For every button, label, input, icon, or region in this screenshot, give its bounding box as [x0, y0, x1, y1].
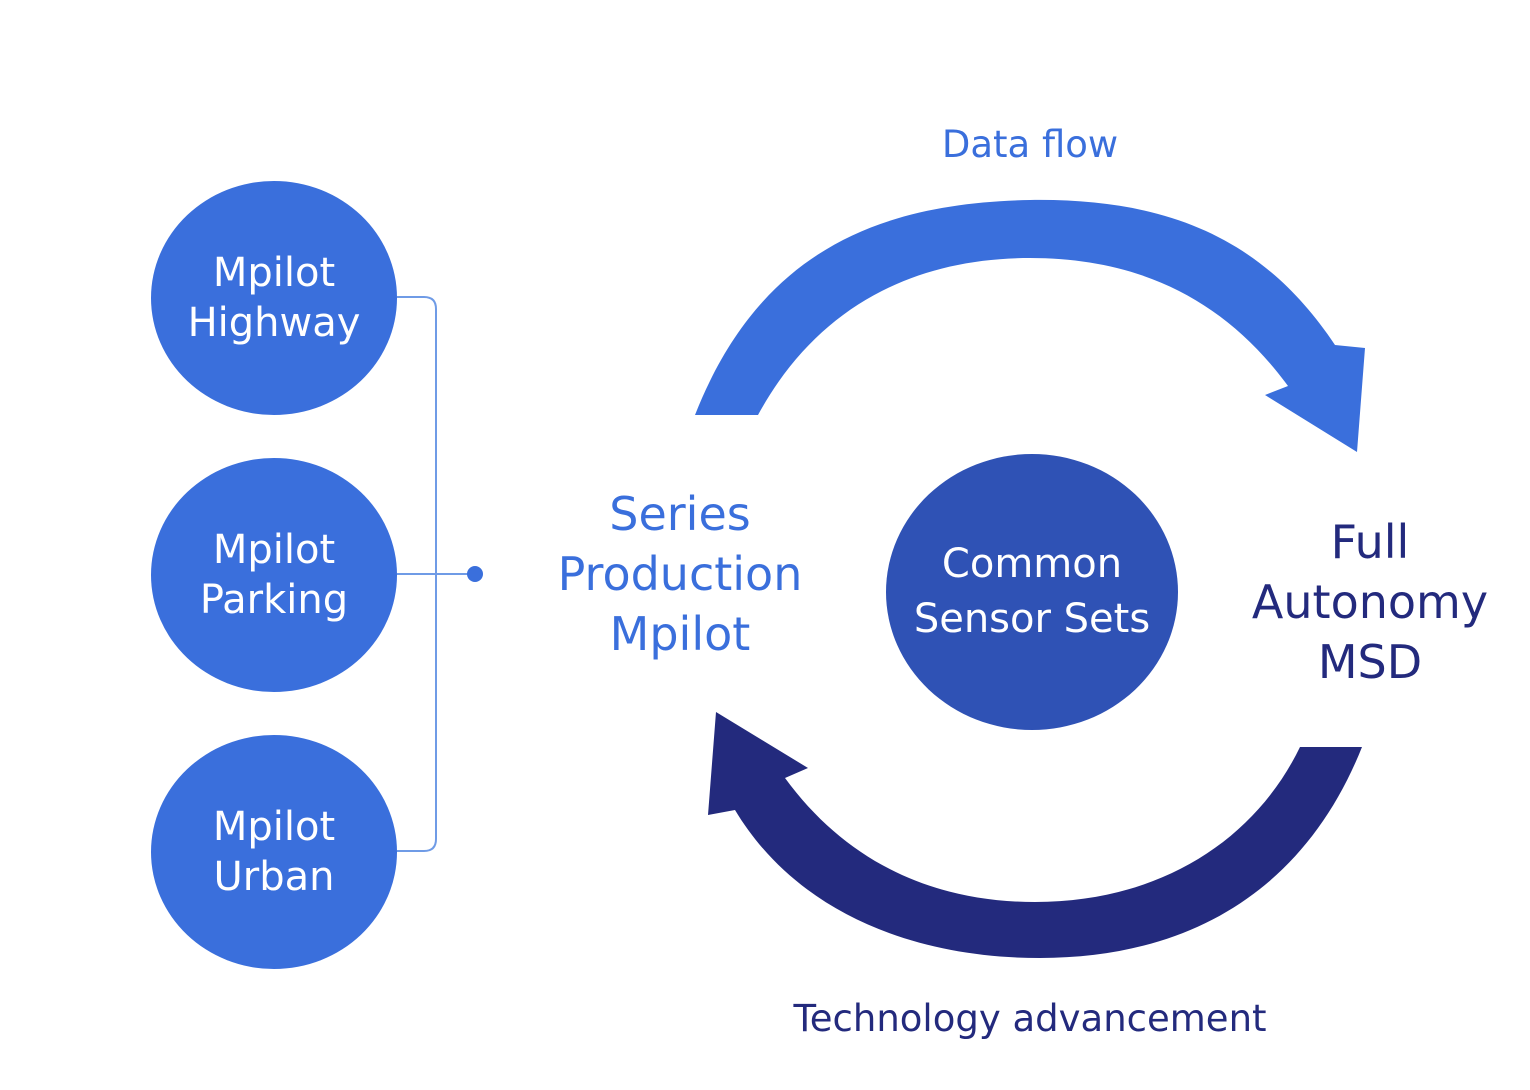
mpilot-highway-line2: Highway: [187, 300, 361, 346]
data-flow-arrow: [695, 199, 1365, 452]
mpilot-urban-node: Mpilot Urban: [151, 735, 397, 969]
mpilot-parking-line2: Parking: [199, 577, 349, 623]
mpilot-urban-line1: Mpilot: [212, 804, 336, 850]
series-production-label: Series Production Mpilot: [520, 484, 840, 664]
mpilot-highway-line1: Mpilot: [212, 250, 336, 296]
full-line3: MSD: [1317, 635, 1423, 689]
data-flow-label: Data flow: [941, 123, 1119, 166]
series-line3: Mpilot: [609, 607, 751, 661]
full-line1: Full: [1330, 515, 1410, 569]
full-autonomy-label: Full Autonomy MSD: [1230, 512, 1510, 692]
common-sensor-sets-node: Common Sensor Sets: [886, 454, 1178, 730]
bracket-endpoint-dot: [467, 566, 483, 582]
mpilot-highway-node: Mpilot Highway: [151, 181, 397, 415]
series-line1: Series: [609, 487, 751, 541]
bracket-connector: [397, 296, 483, 852]
mpilot-parking-line1: Mpilot: [212, 527, 336, 573]
mpilot-urban-line2: Urban: [213, 854, 335, 900]
full-line2: Autonomy: [1251, 575, 1489, 629]
technology-advancement-arrow: [708, 712, 1362, 958]
center-line2: Sensor Sets: [913, 596, 1151, 642]
mpilot-parking-node: Mpilot Parking: [151, 458, 397, 692]
series-line2: Production: [557, 547, 803, 601]
technology-advancement-label: Technology advancement: [793, 997, 1267, 1040]
center-line1: Common: [941, 541, 1123, 587]
